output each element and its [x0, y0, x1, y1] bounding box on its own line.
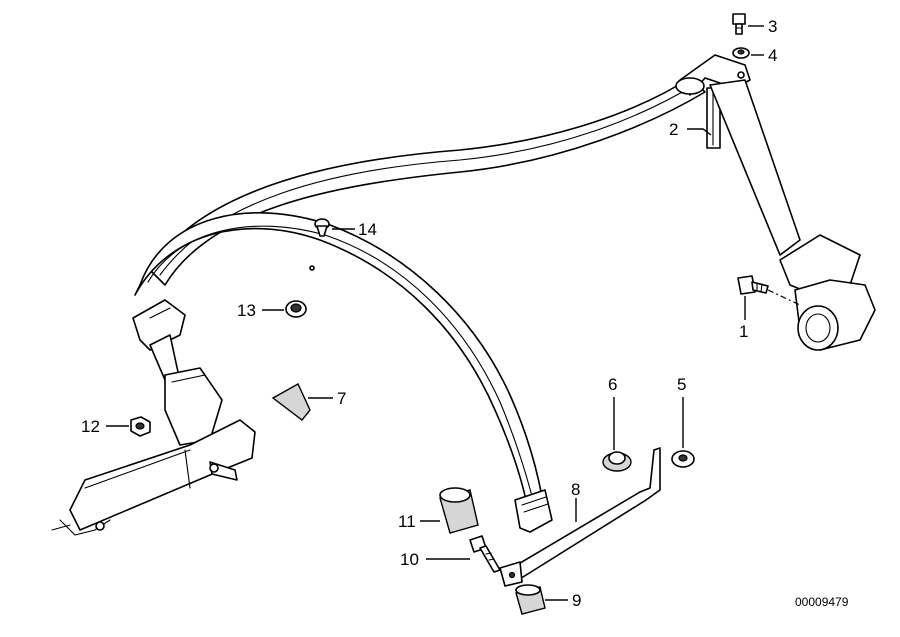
part-11-sleeve [439, 487, 479, 534]
part-5-washer [671, 450, 695, 468]
part-12-nut [130, 416, 151, 437]
part-13-grommet [285, 300, 307, 318]
callout-12: 12 [81, 417, 100, 436]
part-6-cup-washer [602, 451, 632, 472]
part-7-cover [271, 383, 311, 421]
part-3-bolt [732, 13, 746, 35]
part-9-bushing [515, 584, 546, 615]
part-14-clip [314, 218, 330, 237]
leader-lines [106, 25, 764, 601]
callout-14: 14 [358, 220, 377, 239]
callout-1: 1 [739, 322, 748, 341]
retractor-assembly [709, 79, 876, 351]
callout-6: 6 [608, 375, 617, 394]
callout-11: 11 [398, 512, 416, 531]
callout-9: 9 [572, 591, 581, 610]
part-4-nut [732, 47, 750, 59]
drawing-code: 00009479 [795, 595, 849, 609]
callout-labels: 3 4 2 14 1 13 6 5 7 12 8 11 10 9 0000947… [81, 17, 849, 610]
part-10-bolt [469, 535, 501, 573]
callout-2: 2 [669, 120, 678, 139]
callout-13: 13 [237, 301, 256, 320]
callout-4: 4 [768, 46, 777, 65]
callout-8: 8 [571, 480, 580, 499]
part-1-bolt [737, 275, 801, 306]
callout-3: 3 [768, 17, 777, 36]
part-8-rod [499, 447, 661, 587]
callout-7: 7 [337, 389, 346, 408]
buckle-assembly [51, 299, 256, 536]
callout-5: 5 [677, 375, 686, 394]
callout-10: 10 [400, 550, 419, 569]
